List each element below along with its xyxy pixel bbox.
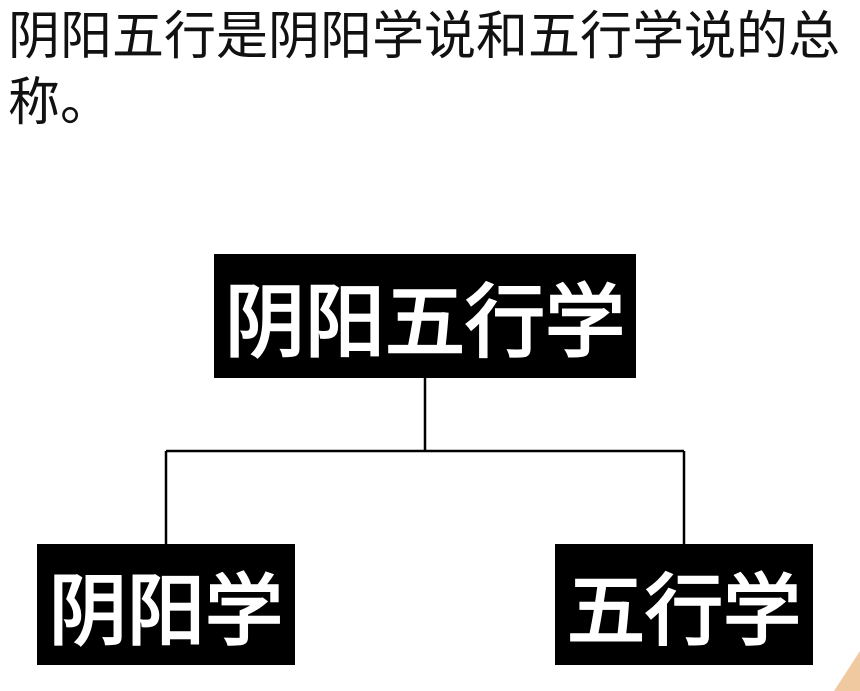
- node-child-left-label: 阴阳学: [48, 565, 283, 657]
- node-child-left: 阴阳学: [37, 544, 295, 665]
- corner-accent-decoration: [834, 651, 860, 691]
- node-root: 阴阳五行学: [214, 254, 636, 378]
- intro-text: 阴阳五行是阴阳学说和五行学说的总称。: [8, 7, 841, 133]
- node-root-label: 阴阳五行学: [225, 275, 625, 369]
- node-child-right: 五行学: [555, 544, 813, 665]
- node-child-right-label: 五行学: [566, 565, 801, 657]
